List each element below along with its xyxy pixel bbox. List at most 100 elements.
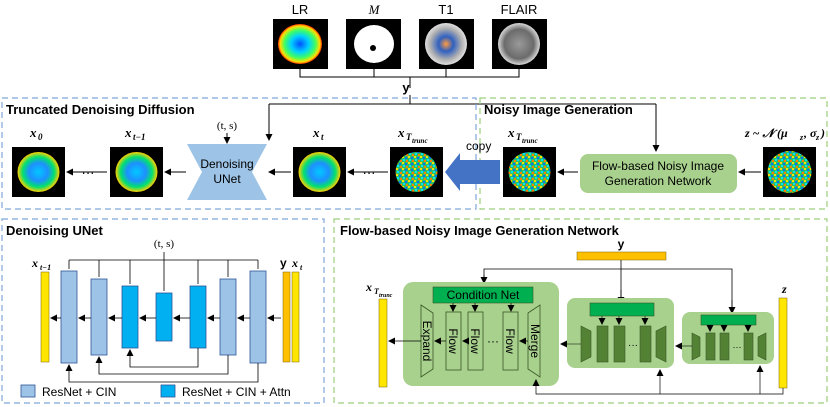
x0-label: x bbox=[29, 125, 37, 140]
z-brain bbox=[767, 151, 812, 193]
xtm1-subscript: t−1 bbox=[133, 132, 145, 142]
truncated-diffusion-panel bbox=[1, 97, 477, 210]
legend-label-attn: ResNet + CIN + Attn bbox=[182, 385, 291, 399]
condition-arrows bbox=[449, 303, 515, 312]
unet-blocks bbox=[60, 270, 267, 364]
flow-network-label-1: Flow-based Noisy Image bbox=[592, 159, 724, 173]
condition-net-label: Condition Net bbox=[447, 288, 520, 302]
expand-label: Expand bbox=[420, 321, 434, 362]
noisy-generation-title: Noisy Image Generation bbox=[484, 102, 633, 117]
mask-hole bbox=[370, 45, 376, 51]
lr-label: LR bbox=[292, 2, 309, 17]
flow-detail-title: Flow-based Noisy Image Generation Networ… bbox=[340, 223, 620, 238]
stage2-flow-1 bbox=[596, 325, 609, 363]
xt-node: x t bbox=[293, 125, 346, 197]
mask-brain bbox=[354, 25, 394, 63]
flair-brain bbox=[498, 23, 540, 65]
z-routing bbox=[532, 365, 784, 395]
flow-network-label-2: Generation Network bbox=[605, 174, 713, 188]
unet-xtm1-label: x bbox=[31, 256, 38, 270]
unet-xt-input-bar bbox=[291, 271, 300, 363]
unet-xt-label: x bbox=[291, 256, 298, 270]
mask-label: M bbox=[368, 2, 381, 17]
unet-detail-title: Denoising UNet bbox=[6, 223, 103, 238]
stage3-arrows bbox=[675, 325, 752, 350]
xT-left-label: x bbox=[397, 125, 405, 140]
flow-xT-subsub: trunc bbox=[379, 293, 393, 299]
xT-right-subsubscript: trunc bbox=[522, 137, 538, 145]
xT-right-subscript: T bbox=[516, 132, 522, 142]
xT-node-left: x T trunc bbox=[390, 125, 443, 197]
legend-swatch-resnet bbox=[20, 384, 36, 398]
xtm1-label: x bbox=[124, 125, 132, 140]
z-dist-end: ) bbox=[820, 126, 825, 140]
flow-block-2-label: Flow bbox=[468, 328, 482, 354]
flair-label: FLAIR bbox=[501, 2, 538, 17]
copy-arrow bbox=[445, 153, 500, 191]
flow-block-3-label: Flow bbox=[503, 328, 517, 354]
flow-block-3 bbox=[502, 311, 519, 371]
stage2-arrows bbox=[560, 316, 649, 348]
unet-y-input-bar bbox=[282, 271, 291, 363]
denoising-unet-label-2: UNet bbox=[213, 172, 241, 186]
condition-net-box bbox=[432, 286, 534, 304]
unet-xt-sub: t bbox=[300, 263, 303, 272]
unet-block-enc-2 bbox=[219, 278, 237, 356]
z-label: z ~ 𝒩 (μ z , σ z ) bbox=[744, 126, 825, 142]
stage3-flow-2 bbox=[719, 332, 730, 361]
flow-ellipsis-2: ··· bbox=[628, 340, 638, 351]
stage3-flow-1 bbox=[705, 332, 716, 361]
y-label-top: y bbox=[402, 80, 410, 95]
flow-ellipsis-3: ··· bbox=[733, 342, 742, 352]
denoising-unet-shape bbox=[187, 144, 267, 200]
t1-label: T1 bbox=[438, 2, 453, 17]
input-merge-lines bbox=[299, 69, 520, 88]
flow-xT-label: x bbox=[365, 280, 372, 294]
stage3-flow-3 bbox=[743, 332, 754, 361]
xT-left-subsubscript: trunc bbox=[412, 137, 428, 145]
copy-label: copy bbox=[466, 139, 491, 153]
x0-node: x 0 bbox=[12, 125, 65, 197]
flow-y-bar bbox=[576, 251, 667, 261]
unet-block-enc-1 bbox=[249, 270, 267, 364]
flow-network-box bbox=[580, 154, 737, 193]
z-dist-sigma: , σ bbox=[803, 126, 817, 140]
unet-connections bbox=[50, 252, 281, 383]
truncated-diffusion-title: Truncated Denoising Diffusion bbox=[6, 102, 195, 117]
flow-xT-sub: T bbox=[374, 287, 380, 296]
xtm1-node: x t−1 bbox=[110, 125, 163, 197]
legend-swatch-attn bbox=[160, 384, 176, 398]
xt-brain bbox=[298, 152, 341, 192]
denoising-unet-label-1: Denoising bbox=[200, 157, 253, 171]
unet-block-mid-attn bbox=[155, 292, 173, 342]
unet-ts-label: (t, s) bbox=[154, 238, 175, 250]
lr-brain bbox=[278, 24, 322, 64]
flow-output-bar bbox=[378, 298, 388, 388]
stage3-expand bbox=[691, 332, 701, 361]
flow-block-1-label: Flow bbox=[446, 328, 460, 354]
xt-subscript: t bbox=[321, 132, 324, 142]
xT-node-right: x T trunc bbox=[503, 125, 556, 197]
x0-subscript: 0 bbox=[38, 132, 43, 142]
unet-block-enc-3-attn bbox=[189, 285, 207, 349]
stage2-expand bbox=[580, 325, 592, 363]
stage2-merge bbox=[655, 325, 667, 363]
y-distribution-line bbox=[269, 95, 656, 105]
unet-output-bar bbox=[40, 271, 50, 363]
stage2-condition-bar bbox=[589, 302, 655, 317]
stage3-merge bbox=[757, 332, 767, 361]
stage3-condition-bar bbox=[700, 314, 757, 326]
unet-xtm1-sub: t−1 bbox=[40, 263, 51, 272]
stage2-flow-2 bbox=[613, 325, 626, 363]
unet-block-dec-2 bbox=[90, 278, 108, 356]
flow-z-bar bbox=[778, 297, 788, 389]
legend-label-resnet: ResNet + CIN bbox=[42, 385, 116, 399]
unet-block-dec-1 bbox=[60, 270, 78, 364]
flow-z-label: z bbox=[781, 282, 787, 296]
xT-left-subscript: T bbox=[406, 132, 412, 142]
xT-right-label: x bbox=[507, 125, 515, 140]
z-dist-mu-sub: z bbox=[799, 133, 804, 142]
xT-right-brain bbox=[508, 152, 551, 192]
ts-label-top: (t, s) bbox=[217, 120, 238, 132]
